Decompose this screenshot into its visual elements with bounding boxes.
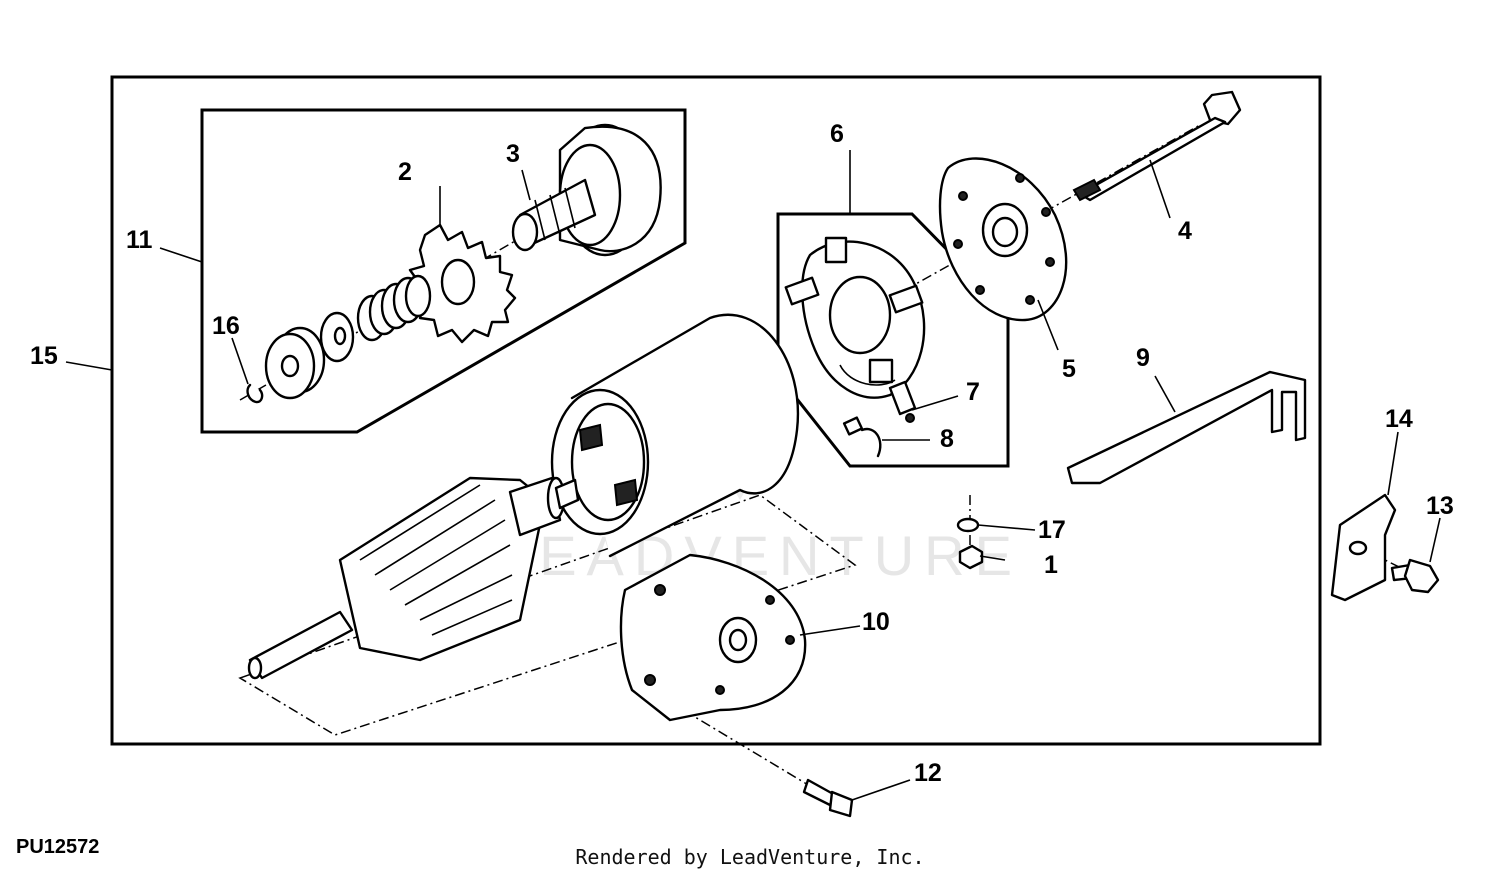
part-5-end-plate bbox=[938, 157, 1068, 322]
part-6-brush-plate bbox=[784, 236, 926, 399]
render-credit: Rendered by LeadVenture, Inc. bbox=[575, 845, 925, 869]
callout-15: 15 bbox=[30, 342, 58, 370]
callout-2: 2 bbox=[398, 158, 412, 186]
part-14-bracket bbox=[1330, 493, 1397, 602]
figure-id: PU12572 bbox=[16, 836, 100, 858]
part-4-through-bolt bbox=[1072, 90, 1242, 202]
callout-12: 12 bbox=[914, 759, 942, 787]
callout-10: 10 bbox=[862, 608, 890, 636]
part-12-screw bbox=[802, 778, 854, 818]
part-7-terminal bbox=[888, 380, 917, 423]
part-8-brush bbox=[842, 416, 882, 458]
part-10-drive-end-plate bbox=[619, 553, 807, 722]
callout-8: 8 bbox=[940, 425, 954, 453]
callout-5: 5 bbox=[1062, 355, 1076, 383]
callout-7: 7 bbox=[966, 378, 980, 406]
leader-lines bbox=[65, 150, 1441, 801]
part-field-housing bbox=[550, 313, 800, 558]
callout-4: 4 bbox=[1178, 217, 1192, 245]
callout-3: 3 bbox=[506, 140, 520, 168]
part-drive-washer bbox=[319, 311, 355, 363]
part-armature bbox=[247, 476, 580, 680]
part-9-strap bbox=[1066, 370, 1307, 485]
part-2-pinion-gear bbox=[408, 223, 517, 344]
armature-envelope-line bbox=[238, 494, 857, 736]
callout-1: 1 bbox=[1044, 551, 1058, 579]
part-3-drive-clutch bbox=[511, 123, 662, 257]
callout-11: 11 bbox=[126, 226, 153, 254]
callout-13: 13 bbox=[1426, 492, 1454, 520]
part-13-cap-screw bbox=[1390, 558, 1440, 594]
part-stop-collar bbox=[264, 326, 326, 400]
callout-6: 6 bbox=[830, 120, 844, 148]
brush-axis-line bbox=[904, 124, 1201, 291]
callout-14: 14 bbox=[1385, 405, 1413, 433]
part-16-retaining-ring bbox=[246, 383, 264, 404]
assembly-frame bbox=[110, 75, 1322, 746]
callout-17: 17 bbox=[1038, 516, 1066, 544]
drive-kit-frame bbox=[200, 108, 687, 434]
part-drive-spring bbox=[356, 274, 432, 342]
callout-9: 9 bbox=[1136, 344, 1150, 372]
part-17-washer bbox=[956, 517, 980, 533]
callouts: 1 2 3 4 5 6 7 8 9 10 11 12 13 14 15 16 1… bbox=[30, 120, 1454, 787]
callout-16: 16 bbox=[212, 312, 240, 340]
part-1-nut bbox=[958, 544, 984, 570]
